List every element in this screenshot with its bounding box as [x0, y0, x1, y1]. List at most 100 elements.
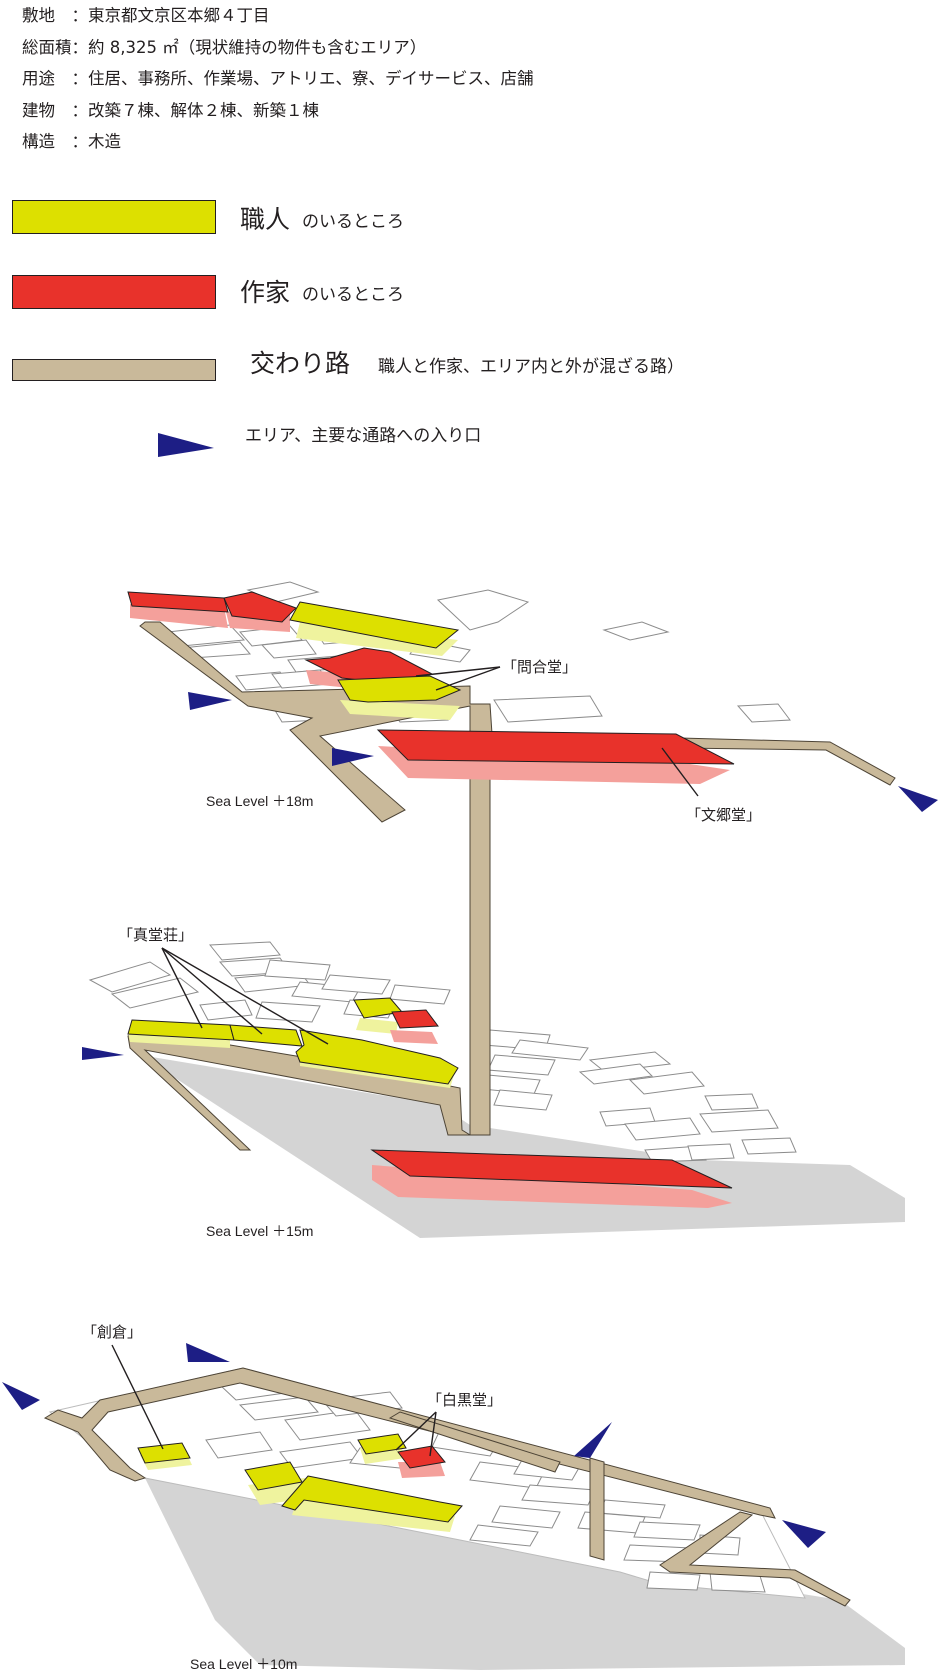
- building: [633, 1521, 701, 1541]
- building: [205, 1431, 273, 1459]
- building: [687, 1143, 735, 1161]
- info-value: 約 8,325 ㎡（現状維持の物件も含むエリア）: [88, 37, 427, 57]
- building: [699, 1109, 779, 1133]
- entrance-arrow-icon: [188, 692, 232, 710]
- legend-label-entrance: エリア、主要な通路への入り口: [245, 426, 482, 446]
- building: [493, 1089, 553, 1111]
- legend-label-path: 交わり路: [250, 349, 351, 378]
- level-10m: 「創倉」 「白黒堂」 Sea Level ＋10m: [2, 1323, 905, 1672]
- level-18m: 「問合堂」 「文郷堂」 Sea Level ＋18m: [127, 581, 938, 824]
- entrance-arrow-icon: [158, 433, 214, 457]
- leader-line: [161, 947, 203, 1029]
- building: [704, 1093, 759, 1111]
- sea-level-label: Sea Level ＋18m: [206, 793, 313, 809]
- building: [88, 961, 172, 993]
- building: [264, 959, 331, 981]
- callout-shindoso: 「真堂荘」: [118, 926, 193, 944]
- building: [602, 621, 670, 641]
- sea-level-label: Sea Level ＋10m: [190, 1656, 297, 1672]
- callout-hakkokudo: 「白黒堂」: [427, 1391, 502, 1409]
- info-label: 構造 ：: [22, 132, 88, 151]
- legend-swatch-craftsman: [12, 200, 216, 234]
- info-label: 用途 ：: [22, 69, 88, 88]
- crossing-path: [43, 1367, 776, 1519]
- info-value: 改築７棟、解体２棟、新築１棟: [88, 100, 319, 120]
- info-row: 用途 ：住居、事務所、作業場、アトリエ、寮、デイサービス、店舗: [22, 63, 534, 95]
- craftsman-building: [229, 1024, 303, 1047]
- building: [469, 1524, 539, 1547]
- callout-sokura: 「創倉」: [82, 1323, 142, 1341]
- ground-plane: [145, 1478, 905, 1670]
- building: [110, 977, 200, 1009]
- entrance-arrow-icon: [186, 1343, 230, 1362]
- craftsman-building: [244, 1461, 303, 1491]
- writer-shadow: [390, 1030, 438, 1044]
- building: [521, 1484, 596, 1506]
- info-row: 構造 ：木造: [22, 126, 534, 158]
- crossing-path: [469, 751, 491, 1136]
- legend-swatch-path: [12, 359, 216, 381]
- level-15m: 「真堂荘」 Sea Level ＋15m: [82, 926, 905, 1239]
- info-row: 敷地 ：東京都文京区本郷４丁目: [22, 0, 534, 32]
- building: [736, 703, 791, 723]
- leader-line: [395, 1411, 437, 1451]
- writer-building: [223, 591, 297, 623]
- callout-bunkyodo: 「文郷堂」: [686, 806, 761, 824]
- info-row: 建物 ：改築７棟、解体２棟、新築１棟: [22, 95, 534, 127]
- writer-building: [397, 1445, 446, 1469]
- writer-building: [127, 591, 229, 613]
- entrance-arrow-icon: [82, 1047, 124, 1060]
- building: [389, 984, 451, 1005]
- info-label: 建物 ：: [22, 100, 88, 120]
- callout-monkaido: 「問合堂」: [502, 658, 577, 676]
- craftsman-building: [337, 675, 462, 703]
- building: [741, 1137, 797, 1155]
- info-value: 東京都文京区本郷４丁目: [88, 6, 270, 25]
- building: [255, 1001, 321, 1023]
- building: [493, 695, 603, 723]
- legend-sublabel-craftsman: のいるところ: [302, 212, 404, 232]
- craftsman-shadow: [296, 622, 458, 656]
- sea-level-label: Sea Level ＋15m: [206, 1223, 313, 1239]
- entrance-arrow-icon: [2, 1382, 40, 1410]
- craftsman-building: [295, 1029, 459, 1085]
- site-info: 敷地 ：東京都文京区本郷４丁目 総面積：約 8,325 ㎡（現状維持の物件も含む…: [22, 0, 534, 158]
- building: [491, 1505, 561, 1529]
- craftsman-shadow: [128, 1032, 230, 1048]
- ground-plane: [140, 1055, 905, 1238]
- craftsman-shadow: [356, 1018, 398, 1034]
- building: [208, 941, 281, 961]
- entrance-arrow-icon: [898, 786, 938, 812]
- crossing-path: [659, 1511, 851, 1607]
- leader-line: [435, 666, 501, 691]
- info-value: 住居、事務所、作業場、アトリエ、寮、デイサービス、店舗: [88, 69, 534, 88]
- legend-sublabel-writer: のいるところ: [302, 285, 404, 305]
- legend-swatch-writer: [12, 275, 216, 309]
- crossing-path: [589, 1457, 605, 1561]
- writer-building: [391, 1009, 439, 1029]
- craftsman-shadow: [340, 700, 460, 720]
- entrance-arrow-icon: [332, 748, 374, 766]
- info-label: 総面積：: [22, 37, 88, 57]
- building: [511, 1039, 589, 1061]
- entrance-arrow-icon: [782, 1520, 826, 1548]
- info-value: 木造: [88, 132, 121, 151]
- craftsman-building: [281, 1475, 463, 1523]
- writer-building: [376, 729, 735, 765]
- leader-line: [661, 747, 699, 797]
- building: [487, 1054, 556, 1076]
- leader-line: [429, 1411, 437, 1457]
- legend-label-craftsman: 職人: [240, 205, 291, 234]
- building: [321, 974, 391, 995]
- legend-label-writer: 作家: [240, 278, 291, 307]
- leader-line: [111, 1344, 164, 1450]
- building: [624, 1117, 701, 1141]
- crossing-path: [139, 621, 896, 823]
- building: [628, 1071, 705, 1095]
- building: [578, 1063, 654, 1085]
- building: [284, 1409, 371, 1441]
- building: [588, 1051, 672, 1073]
- leader-line: [161, 947, 329, 1045]
- leader-line: [415, 666, 501, 677]
